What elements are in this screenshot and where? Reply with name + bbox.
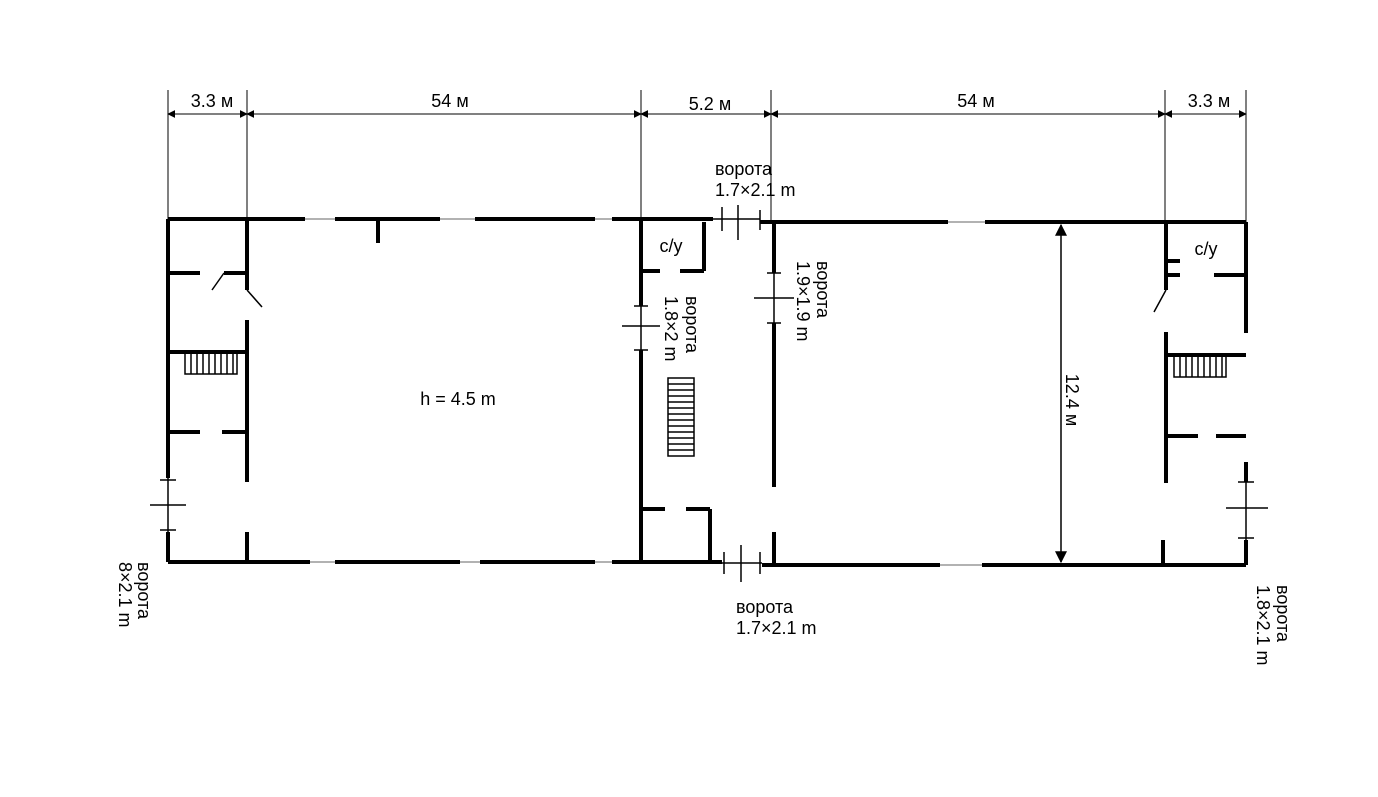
gate-center-left-word: ворота — [682, 296, 702, 354]
walls — [166, 217, 1248, 567]
windows — [305, 218, 985, 566]
gate-top-word: ворота — [715, 159, 773, 179]
height-dimension-label: 12.4 м — [1062, 374, 1082, 426]
ceiling-height-label: h = 4.5 m — [420, 389, 496, 409]
dimension-left-hall: 54 м — [431, 91, 468, 111]
gate-bottom-size: 1.7×2.1 m — [736, 618, 817, 638]
gate-symbols — [150, 205, 1268, 582]
dimension-chain — [167, 90, 1247, 222]
door-swings — [211, 272, 1167, 313]
stairs-center — [667, 377, 695, 457]
gate-center-left-size: 1.8×2 m — [661, 296, 681, 362]
stairs-left — [184, 351, 238, 375]
dimension-left-end: 3.3 м — [191, 91, 233, 111]
gate-bottom-word: ворота — [736, 597, 794, 617]
gate-top-size: 1.7×2.1 m — [715, 180, 796, 200]
gate-right-size: 1.8×2.1 m — [1253, 585, 1273, 666]
dimension-center: 5.2 м — [689, 94, 731, 114]
gate-left-word: ворота — [134, 562, 154, 620]
gate-left-size: 8×2.1 m — [115, 562, 135, 628]
gate-center-right-word: ворота — [813, 261, 833, 319]
wc-label-center: с/у — [659, 236, 682, 256]
stairs-right — [1173, 354, 1227, 378]
wc-label-right: с/у — [1194, 239, 1217, 259]
gate-right-word: ворота — [1273, 585, 1293, 643]
dimension-right-hall: 54 м — [957, 91, 994, 111]
dimension-right-end: 3.3 м — [1188, 91, 1230, 111]
gate-center-right-size: 1.9×1.9 m — [793, 261, 813, 342]
